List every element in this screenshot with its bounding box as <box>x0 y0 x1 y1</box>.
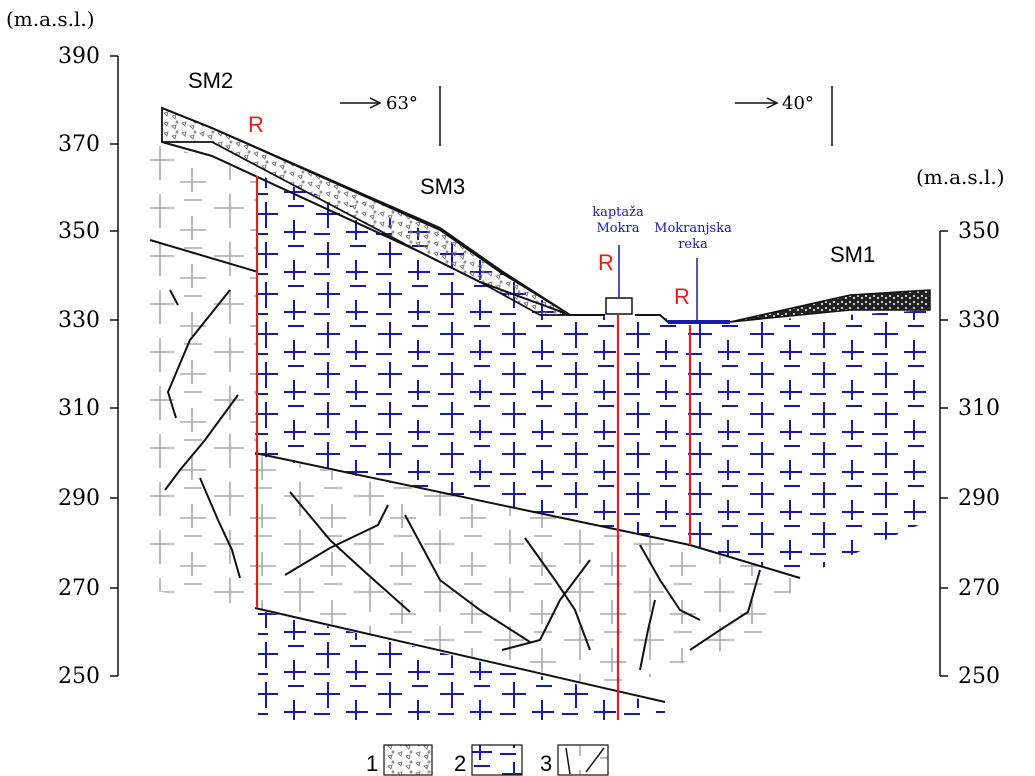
left-tick-250: 250 <box>58 664 100 689</box>
label-river-line1: Mokranjska <box>654 221 732 236</box>
left-tick-370: 370 <box>58 132 100 157</box>
fractures <box>164 289 761 671</box>
left-tick-350: 350 <box>58 219 100 244</box>
right-tick-250: 250 <box>958 664 1000 689</box>
left-tick-330: 330 <box>58 308 100 333</box>
blue-pointer-lines <box>618 245 698 322</box>
legend-number-3: 3 <box>540 751 552 776</box>
right-axis: (m.a.s.l.) 350 330 310 290 270 250 <box>916 165 1005 689</box>
grey-rock-lower <box>255 455 800 690</box>
legend-number-2: 2 <box>454 751 466 776</box>
right-tick-270: 270 <box>958 576 1000 601</box>
label-r-left: R <box>248 112 264 137</box>
label-r-mid: R <box>598 250 614 275</box>
legend-swatch-fractured <box>557 744 609 776</box>
grey-rock-left <box>150 140 258 608</box>
right-tick-310: 310 <box>958 396 1000 421</box>
dip-arrows <box>340 86 833 146</box>
left-tick-290: 290 <box>58 486 100 511</box>
red-boreholes <box>255 176 692 720</box>
label-sm2: SM2 <box>188 68 233 93</box>
left-axis-unit: (m.a.s.l.) <box>6 7 95 31</box>
blue-limestone-bottom <box>258 610 665 720</box>
left-tick-390: 390 <box>58 44 100 69</box>
dip-label-right: 40° <box>782 93 814 114</box>
label-sm3: SM3 <box>420 174 465 199</box>
label-spring-line1: kaptaža <box>592 205 644 220</box>
legend-number-1: 1 <box>366 751 378 776</box>
label-spring-line2: Mokra <box>597 221 640 236</box>
breccia-cover <box>161 106 574 316</box>
gravel-cover <box>729 289 931 323</box>
right-tick-330: 330 <box>958 308 1000 333</box>
left-axis: (m.a.s.l.) 390 370 350 330 310 290 270 2… <box>6 7 119 689</box>
legend-swatch-breccia <box>383 744 433 776</box>
label-river-line2: reka <box>678 237 708 252</box>
legend-swatch-limestone <box>471 744 523 776</box>
left-tick-310: 310 <box>58 396 100 421</box>
dip-label-left: 63° <box>386 93 418 114</box>
spring-structure <box>605 297 633 315</box>
right-tick-350: 350 <box>958 219 1000 244</box>
legend: 1 2 3 <box>366 744 609 776</box>
label-sm1: SM1 <box>830 242 875 267</box>
right-tick-290: 290 <box>958 486 1000 511</box>
left-tick-270: 270 <box>58 576 100 601</box>
blue-limestone-upper <box>255 175 930 578</box>
label-r-right: R <box>674 284 690 309</box>
right-axis-unit: (m.a.s.l.) <box>916 165 1005 189</box>
